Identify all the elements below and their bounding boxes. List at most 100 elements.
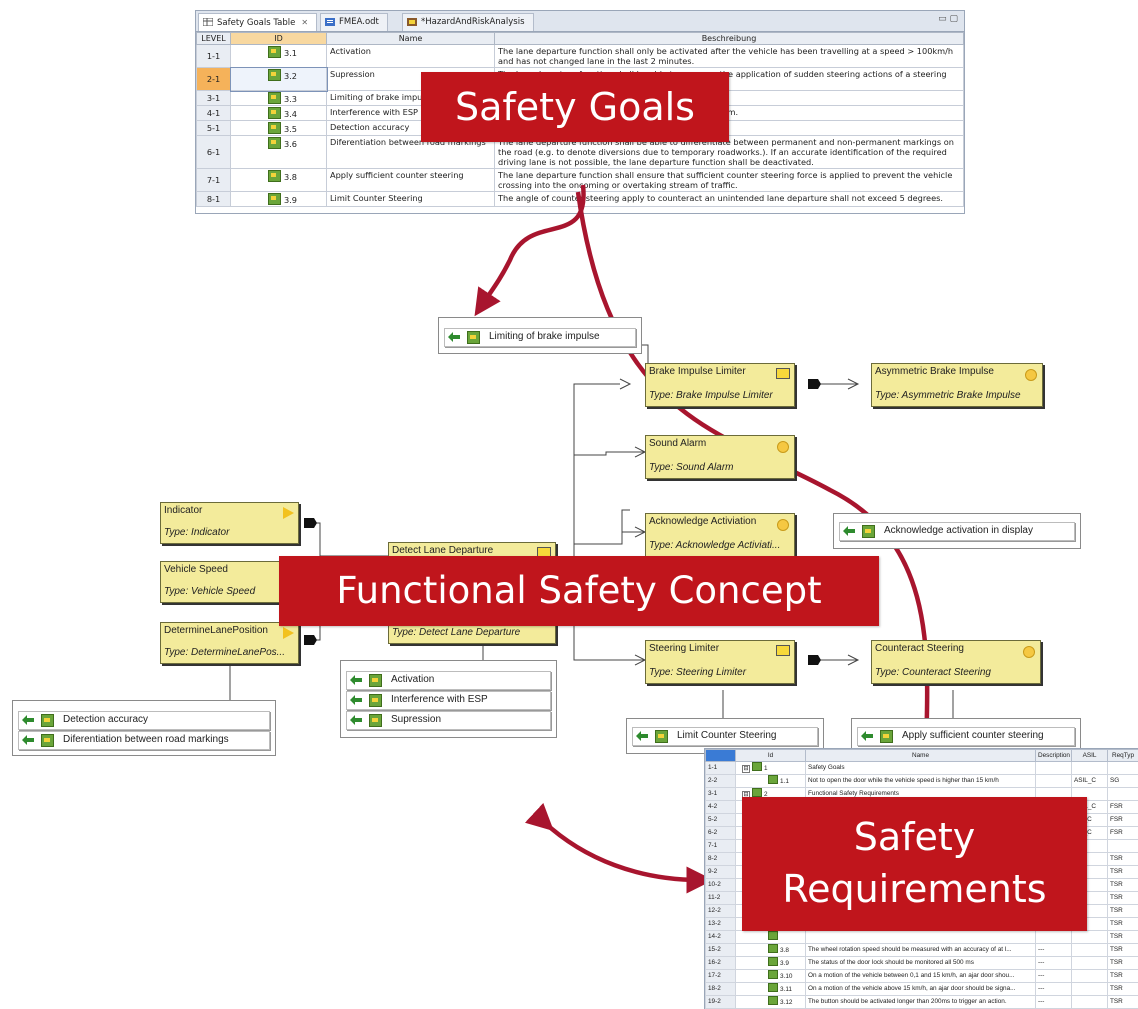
block-type: Type: Asymmetric Brake Impulse <box>875 390 1038 401</box>
reqtype-cell[interactable]: TSR <box>1108 879 1138 892</box>
port-triangle-icon <box>283 507 294 519</box>
description-cell[interactable] <box>1036 931 1072 944</box>
reqtype-cell[interactable]: TSR <box>1108 905 1138 918</box>
id-cell[interactable]: 3.12 <box>736 996 806 1009</box>
requirement-item[interactable]: Supression <box>346 711 551 730</box>
asil-cell[interactable] <box>1072 996 1108 1009</box>
reqtype-cell[interactable]: TSR <box>1108 892 1138 905</box>
block-acknowledge-activation[interactable]: Acknowledge Activiation Type: Acknowledg… <box>645 513 795 557</box>
description-cell[interactable]: --- <box>1036 983 1072 996</box>
reqtype-cell[interactable]: FSR <box>1108 827 1138 840</box>
port-circle-icon <box>777 441 789 453</box>
id-value: 3.9 <box>780 960 789 967</box>
asil-cell[interactable]: ASIL_C <box>1072 775 1108 788</box>
reqtype-cell[interactable]: TSR <box>1108 918 1138 931</box>
requirement-item[interactable]: Interference with ESP <box>346 691 551 710</box>
requirement-item[interactable]: Activation <box>346 671 551 690</box>
requirement-box-lane-position: Detection accuracy Diferentiation betwee… <box>12 700 276 756</box>
block-asymmetric-brake-impulse[interactable]: Asymmetric Brake Impulse Type: Asymmetri… <box>871 363 1043 407</box>
requirement-item[interactable]: Acknowledge activation in display <box>839 522 1075 541</box>
description-cell[interactable] <box>1036 762 1072 775</box>
reqtype-cell[interactable]: TSR <box>1108 996 1138 1009</box>
id-cell[interactable] <box>736 931 806 944</box>
block-title: Acknowledge Activiation <box>649 516 778 527</box>
name-cell[interactable]: The button should be activated longer th… <box>806 996 1036 1009</box>
requirement-item[interactable]: Detection accuracy <box>18 711 270 730</box>
name-cell[interactable]: On a motion of the vehicle above 15 km/h… <box>806 983 1036 996</box>
reqtype-cell[interactable]: TSR <box>1108 983 1138 996</box>
column-header-id[interactable]: Id <box>736 750 806 762</box>
tree-expand-icon[interactable]: ⊟ <box>742 765 750 773</box>
requirement-item[interactable]: Limiting of brake impulse <box>444 328 636 347</box>
block-counteract-steering[interactable]: Counteract Steering Type: Counteract Ste… <box>871 640 1041 684</box>
asil-cell[interactable] <box>1072 983 1108 996</box>
description-cell[interactable]: --- <box>1036 957 1072 970</box>
description-cell[interactable]: --- <box>1036 944 1072 957</box>
block-determine-lane-position[interactable]: DetermineLanePosition Type: DetermineLan… <box>160 622 299 664</box>
block-indicator[interactable]: Indicator Type: Indicator <box>160 502 299 544</box>
reqtype-cell[interactable] <box>1108 762 1138 775</box>
asil-cell[interactable] <box>1072 931 1108 944</box>
column-header-level[interactable] <box>706 750 736 762</box>
requirement-label: Limiting of brake impulse <box>489 331 600 342</box>
column-header-reqtype[interactable]: ReqTyp <box>1108 750 1138 762</box>
block-sound-alarm[interactable]: Sound Alarm Type: Sound Alarm <box>645 435 795 479</box>
reqtype-cell[interactable]: FSR <box>1108 814 1138 827</box>
name-cell[interactable]: The status of the door lock should be mo… <box>806 957 1036 970</box>
reqtype-cell[interactable]: TSR <box>1108 944 1138 957</box>
name-cell[interactable]: The wheel rotation speed should be measu… <box>806 944 1036 957</box>
reqtype-cell[interactable]: TSR <box>1108 866 1138 879</box>
safety-goal-icon <box>369 694 382 707</box>
description-cell[interactable] <box>1036 775 1072 788</box>
asil-cell[interactable] <box>1072 762 1108 775</box>
block-steering-limiter[interactable]: Steering Limiter Type: Steering Limiter <box>645 640 795 684</box>
asil-cell[interactable] <box>1072 944 1108 957</box>
reqtype-cell[interactable]: SG <box>1108 775 1138 788</box>
id-cell[interactable]: ⊟1 <box>736 762 806 775</box>
name-cell[interactable] <box>806 931 1036 944</box>
reqtype-cell[interactable]: FSR <box>1108 801 1138 814</box>
id-value: 3.10 <box>780 973 792 980</box>
id-cell[interactable]: 1.1 <box>736 775 806 788</box>
banner-line: Safety <box>742 811 1087 863</box>
reqtype-cell[interactable] <box>1108 840 1138 853</box>
name-cell[interactable]: Not to open the door while the vehicle s… <box>806 775 1036 788</box>
description-cell[interactable]: --- <box>1036 970 1072 983</box>
column-header-asil[interactable]: ASIL <box>1072 750 1108 762</box>
requirement-item[interactable]: Limit Counter Steering <box>632 727 818 746</box>
column-header-description[interactable]: Description <box>1036 750 1072 762</box>
block-brake-impulse-limiter[interactable]: Brake Impulse Limiter Type: Brake Impuls… <box>645 363 795 407</box>
id-cell[interactable]: 3.8 <box>736 944 806 957</box>
reqtype-cell[interactable]: TSR <box>1108 931 1138 944</box>
safety-goal-icon <box>41 714 54 727</box>
reqtype-cell[interactable]: TSR <box>1108 970 1138 983</box>
name-cell[interactable]: Safety Goals <box>806 762 1036 775</box>
column-header-name[interactable]: Name <box>806 750 1036 762</box>
requirement-item[interactable]: Diferentiation between road markings <box>18 731 270 750</box>
requirement-box-limiting: Limiting of brake impulse <box>438 317 642 354</box>
reqtype-cell[interactable]: TSR <box>1108 957 1138 970</box>
requirement-item[interactable]: Apply sufficient counter steering <box>857 727 1075 746</box>
requirement-label: Apply sufficient counter steering <box>902 730 1044 741</box>
trace-arrow-icon <box>350 695 362 705</box>
id-cell[interactable]: 3.11 <box>736 983 806 996</box>
id-cell[interactable]: 3.10 <box>736 970 806 983</box>
id-value: 3.11 <box>780 986 792 993</box>
asil-cell[interactable] <box>1072 957 1108 970</box>
port-circle-icon <box>1023 646 1035 658</box>
requirement-box-detect-lane: Activation Interference with ESP Supress… <box>340 660 557 738</box>
reqtype-cell[interactable]: TSR <box>1108 853 1138 866</box>
reqtype-cell[interactable] <box>1108 788 1138 801</box>
description-cell[interactable]: --- <box>1036 996 1072 1009</box>
name-cell[interactable]: On a motion of the vehicle between 0,1 a… <box>806 970 1036 983</box>
asil-cell[interactable] <box>1072 970 1108 983</box>
id-cell[interactable]: 3.9 <box>736 957 806 970</box>
